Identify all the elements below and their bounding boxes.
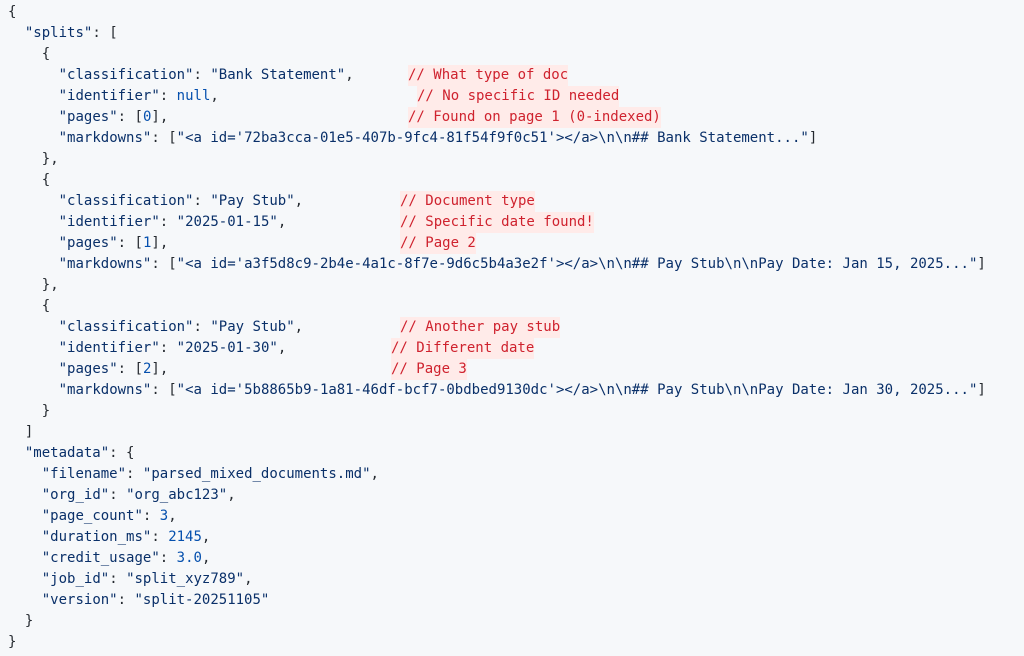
code-line: "org_id": "org_abc123", bbox=[41, 487, 236, 503]
code-line: } bbox=[8, 634, 17, 650]
code-line: }, bbox=[41, 151, 59, 167]
code-comment: // Different date bbox=[391, 338, 535, 359]
code-line: } bbox=[41, 403, 51, 419]
code-line: } bbox=[24, 613, 34, 629]
code-line: "metadata": { bbox=[24, 445, 135, 461]
code-comment: // What type of doc bbox=[408, 65, 569, 86]
code-line: "splits": [ bbox=[24, 25, 118, 41]
code-line: "identifier": null, bbox=[58, 88, 219, 104]
code-line: "classification": "Pay Stub", bbox=[58, 193, 304, 209]
code-line: "markdowns": ["<a id='72ba3cca-01e5-407b… bbox=[58, 130, 818, 146]
code-comment: // No specific ID needed bbox=[417, 86, 620, 107]
code-line: { bbox=[8, 4, 17, 20]
code-line: "pages": [1], bbox=[58, 235, 169, 251]
code-line: { bbox=[41, 298, 51, 314]
code-line: "version": "split-20251105" bbox=[41, 592, 270, 608]
code-line: "classification": "Pay Stub", bbox=[58, 319, 304, 335]
code-line: "duration_ms": 2145, bbox=[41, 529, 211, 545]
code-line: "credit_usage": 3.0, bbox=[41, 550, 211, 566]
code-line: }, bbox=[41, 277, 59, 293]
code-line: { bbox=[41, 46, 51, 62]
code-line: "markdowns": ["<a id='a3f5d8c9-2b4e-4a1c… bbox=[58, 256, 986, 272]
code-comment: // Document type bbox=[400, 191, 535, 212]
code-comment: // Specific date found! bbox=[400, 212, 594, 233]
code-line: "page_count": 3, bbox=[41, 508, 177, 524]
code-line: { bbox=[41, 172, 51, 188]
code-comment: // Another pay stub bbox=[400, 317, 561, 338]
code-line: "pages": [2], bbox=[58, 361, 169, 377]
code-line: ] bbox=[24, 424, 34, 440]
code-comment: // Page 2 bbox=[400, 233, 476, 254]
code-comment: // Page 3 bbox=[391, 359, 467, 380]
code-line: "identifier": "2025-01-30", bbox=[58, 340, 287, 356]
code-line: "pages": [0], bbox=[58, 109, 169, 125]
code-line: "markdowns": ["<a id='5b8865b9-1a81-46df… bbox=[58, 382, 986, 398]
code-line: "job_id": "split_xyz789", bbox=[41, 571, 253, 587]
code-line: "classification": "Bank Statement", bbox=[58, 67, 354, 83]
code-line: "filename": "parsed_mixed_documents.md", bbox=[41, 466, 379, 482]
code-comment: // Found on page 1 (0-indexed) bbox=[408, 107, 661, 128]
code-line: "identifier": "2025-01-15", bbox=[58, 214, 287, 230]
